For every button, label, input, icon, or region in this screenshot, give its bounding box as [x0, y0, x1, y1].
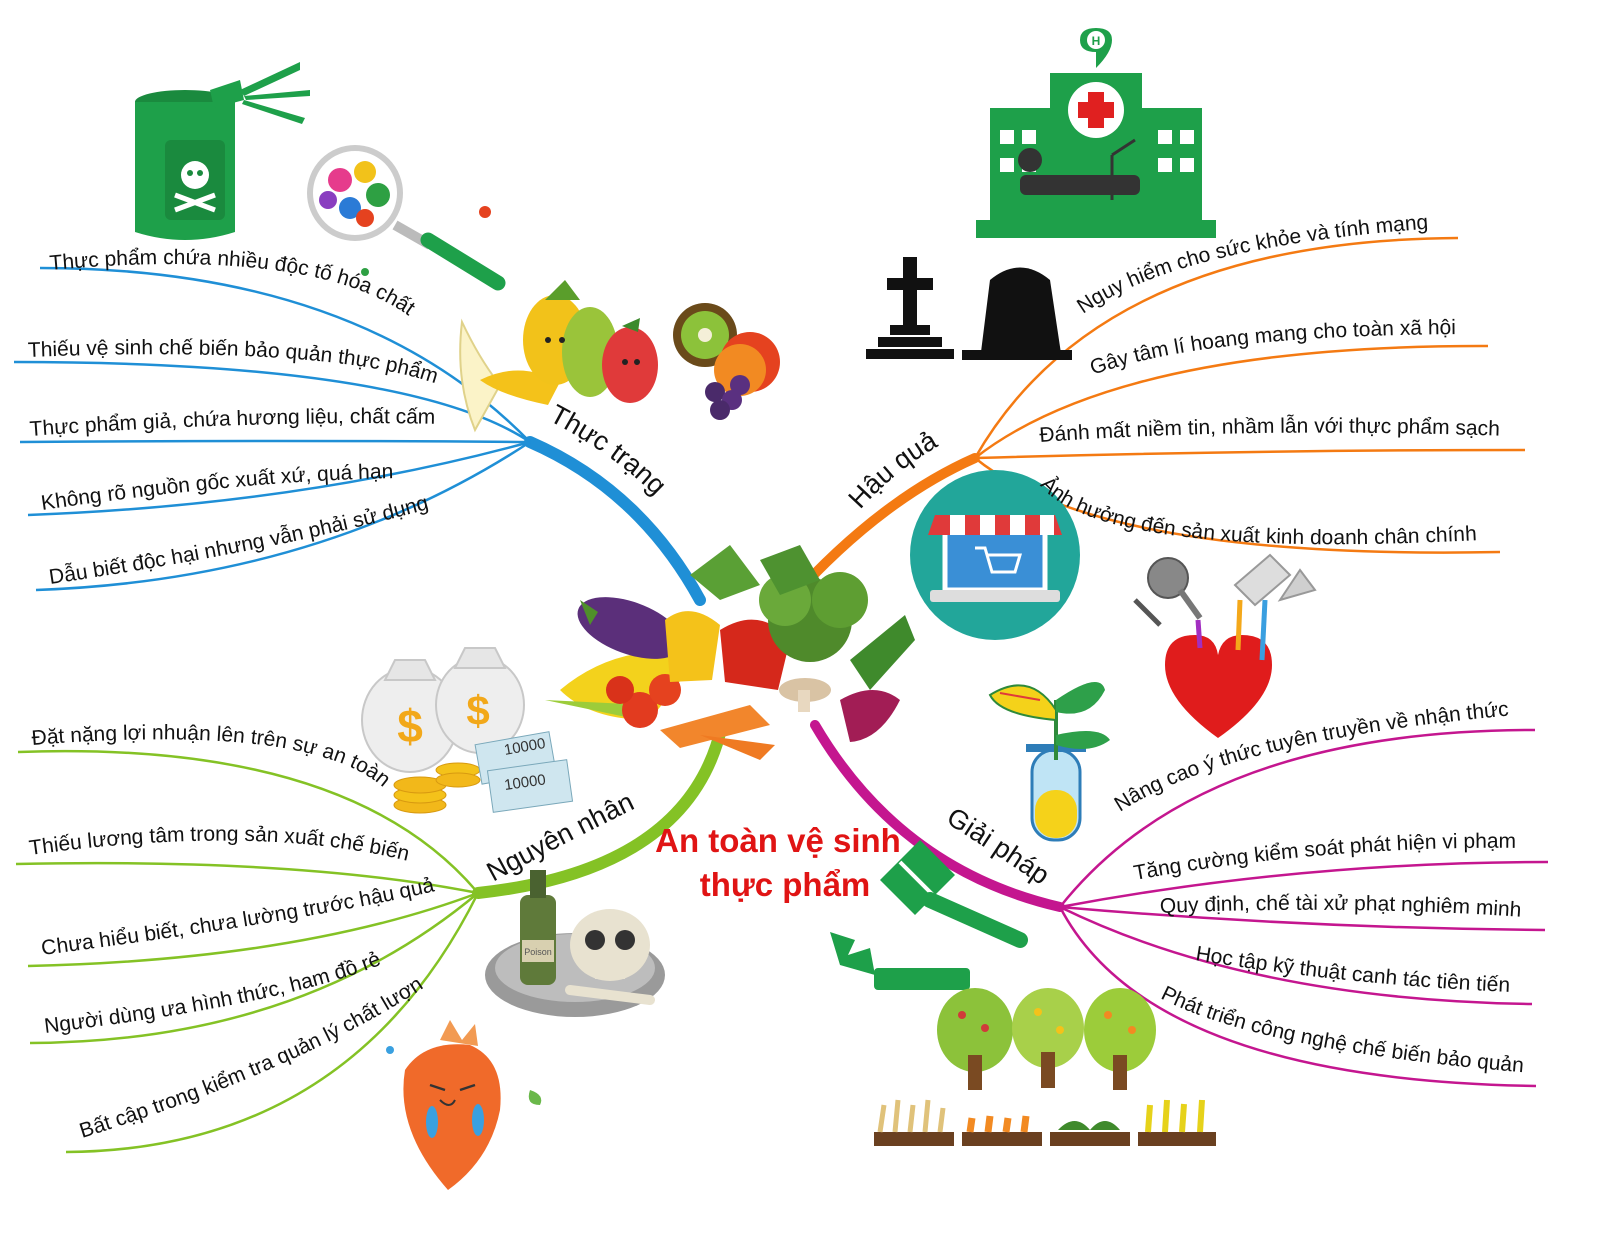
center-title: An toàn vệ sinh thực phẩm: [655, 822, 901, 903]
grave-icon: [866, 257, 1072, 360]
orchard-icon: [874, 988, 1216, 1146]
money-label-top: 10000: [503, 735, 547, 759]
leaf-line: [1059, 728, 1536, 908]
leaf-line: [973, 236, 1459, 459]
leaf-text: Đánh mất niềm tin, nhầm lẫn với thực phẩ…: [1039, 415, 1501, 447]
online-shop-icon: [910, 470, 1080, 640]
hospital-sign-letter: H: [1092, 34, 1101, 48]
chemical-heart-icon: [1133, 553, 1317, 738]
leaf-text: Phát triển công nghệ chế biến bảo quản: [1158, 982, 1525, 1077]
leaf-line: [17, 749, 479, 894]
svg-text:$: $: [466, 687, 489, 734]
leaf-line: [29, 892, 479, 1045]
leaf-text: Tăng cường kiểm soát phát hiện vi phạm: [1132, 830, 1516, 885]
center-title-line1: An toàn vệ sinh: [655, 822, 901, 859]
poison-skull-icon: Poison: [485, 870, 665, 1017]
crying-carrot-icon: [386, 1020, 542, 1190]
leaf-text: Nâng cao ý thức tuyên truyền về nhận thứ…: [1110, 698, 1509, 817]
leaf-text: Thiếu lương tâm trong sản xuất chế biến: [28, 823, 412, 866]
center-title-line2: thực phẩm: [700, 866, 871, 903]
money-bags-icon: $ $ 10000 10000: [361, 647, 574, 814]
leaf-line: [27, 440, 531, 517]
leaf-text: Ảnh hưởng đến sản xuất kinh doanh chân c…: [1036, 472, 1477, 549]
poison-spray-icon: [135, 62, 310, 240]
gavel-icon: [830, 840, 1028, 990]
leaf-line: [19, 439, 531, 444]
branch-main-line: [524, 436, 706, 606]
leaf-line: [27, 891, 479, 968]
leaf-line: [974, 448, 1526, 460]
leaf-line: [974, 344, 1489, 459]
leaf-line: [35, 440, 531, 592]
leaf-line: [1059, 905, 1533, 1006]
germs-magnifier-icon: [307, 145, 506, 291]
leaf-text: Chưa hiểu biết, chưa lường trước hậu quả: [40, 873, 437, 959]
vegetable-basket-icon: [545, 545, 915, 760]
hospital-icon: H: [976, 28, 1216, 238]
seedling-tube-icon: [988, 682, 1110, 842]
leaf-line: [1058, 906, 1537, 1088]
svg-text:$: $: [397, 700, 423, 752]
leaf-line: [65, 892, 480, 1154]
leaf-text: Học tập kỹ thuật canh tác tiên tiến: [1194, 942, 1510, 997]
leaf-text: Không rõ nguồn gốc xuất xứ, quá hạn: [40, 460, 394, 515]
leaf-text: Thực phẩm chứa nhiều độc tố hóa chất: [49, 246, 420, 320]
money-label-bottom: 10000: [503, 771, 547, 794]
leaf-line: [13, 360, 531, 444]
leaf-text: Đặt nặng lợi nhuận lên trên sự an toàn: [31, 721, 395, 791]
leaf-text: Thực phẩm giả, chứa hương liệu, chất cấm: [29, 405, 436, 441]
leaf-line: [15, 861, 479, 895]
sad-fruits-icon: [459, 280, 780, 433]
poison-label: Poison: [524, 947, 552, 957]
leaf-text: Quy định, chế tài xử phạt nghiêm minh: [1159, 892, 1522, 922]
leaf-line: [1059, 860, 1549, 909]
leaf-line: [1059, 905, 1546, 932]
